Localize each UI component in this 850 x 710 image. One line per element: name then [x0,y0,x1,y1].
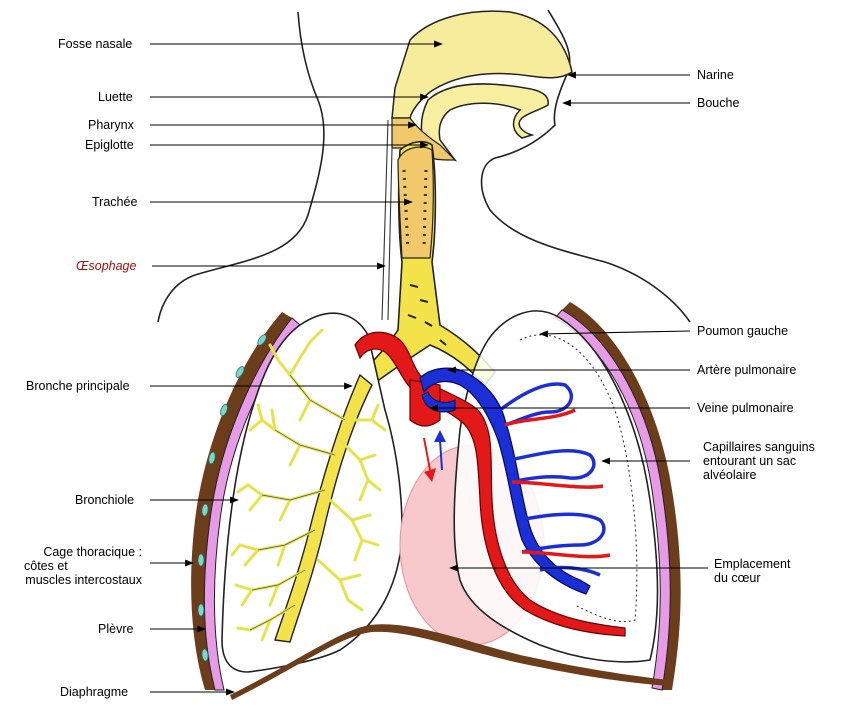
label-oesophage: Œsophage [76,259,137,273]
pulmonary-vein [419,367,591,595]
label-capillaires-line2: entourant un sac [703,454,797,468]
pleura-right [554,309,671,691]
label-bouche: Bouche [697,96,740,110]
label-plevre: Plèvre [98,622,134,636]
label-bronchiole: Bronchiole [75,493,135,507]
lung-right-dotted-outline [519,334,638,623]
label-cage-thoracique-line3: muscles intercostaux [25,573,142,587]
main-bronchus [274,373,373,643]
rib-cage-left [191,312,292,690]
bronchiole-tree-outline [249,374,346,631]
body-outline-left [157,11,325,323]
trachea [353,140,497,387]
label-poumon-gauche: Poumon gauche [697,324,789,338]
esophagus [381,119,393,321]
label-pharynx: Pharynx [88,118,134,132]
rib-cage-right [562,302,681,690]
mouth-cavity [420,83,549,162]
label-epiglotte: Epiglotte [85,138,134,152]
label-emplacement-line2: du cœur [714,571,761,585]
trachea-ring-dashes [407,284,447,346]
pleura-left [204,317,301,691]
label-diaphragme: Diaphragme [60,685,129,699]
label-artere-pulmonaire: Artère pulmonaire [697,363,797,377]
label-emplacement-line1: Emplacement [714,557,791,571]
label-cage-thoracique: Cage thoracique : côtes et muscles inter… [4,545,142,587]
label-capillaires-line1: Capillaires sanguins [703,440,815,454]
blood-flow-arrows [423,430,446,482]
capillary-loops [498,382,611,577]
trachea-rings [402,169,428,251]
label-emplacement-coeur: Emplacement du cœur [714,557,790,585]
intercostal-spots [197,334,267,662]
label-capillaires-line3: alvéolaire [703,468,757,482]
label-cage-thoracique-line1: Cage thoracique : [43,545,142,559]
label-cage-thoracique-line2: côtes et [24,559,68,573]
label-fosse-nasale: Fosse nasale [58,37,133,51]
label-trachee: Trachée [92,195,138,209]
label-veine-pulmonaire: Veine pulmonaire [697,401,794,415]
label-bronche-principale: Bronche principale [26,379,130,393]
label-narine: Narine [697,68,734,82]
label-luette: Luette [98,90,133,104]
label-capillaires: Capillaires sanguins entourant un sac al… [703,440,815,482]
leader-lines [150,40,708,696]
diaphragm [230,624,668,700]
